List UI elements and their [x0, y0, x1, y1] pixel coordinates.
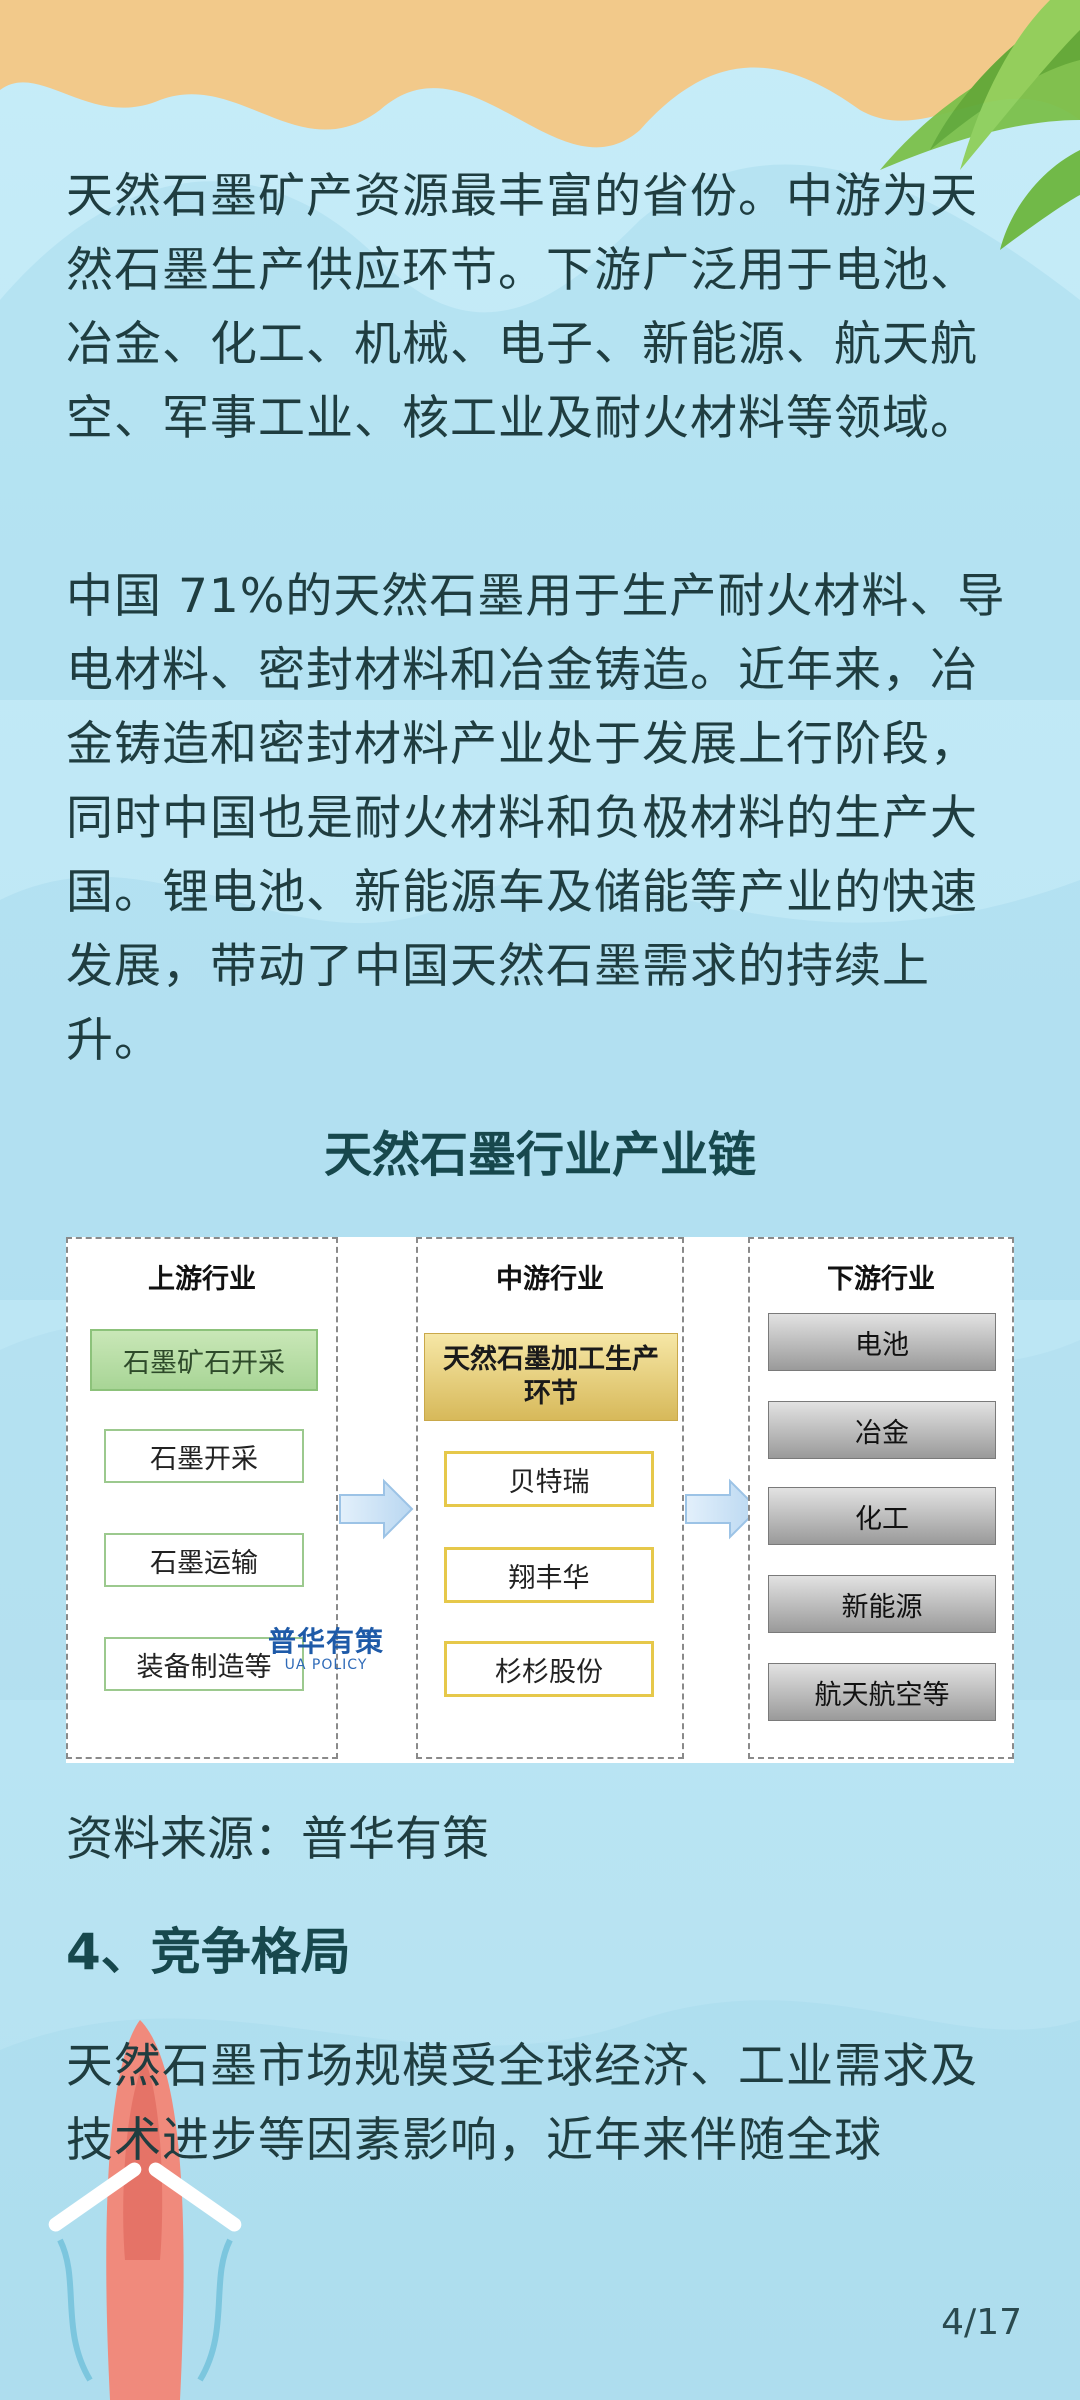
midstream-header: 中游行业: [496, 1264, 604, 1295]
midstream-item: 翔丰华: [444, 1547, 654, 1603]
industry-chain-diagram: 上游行业 石墨矿石开采 石墨开采 石墨运输 装备制造等 中游行业 天然石墨加工生…: [66, 1237, 1014, 1763]
paragraph-3: 天然石墨市场规模受全球经济、工业需求及技术进步等因素影响，近年来伴随全球: [66, 2039, 978, 2168]
downstream-item: 化工: [768, 1487, 996, 1545]
downstream-item: 航天航空等: [768, 1663, 996, 1721]
watermark-sub: UA POLICY: [284, 1657, 368, 1673]
source-note: 资料来源：普华有策: [66, 1812, 489, 1867]
upstream-column: 上游行业 石墨矿石开采 石墨开采 石墨运输 装备制造等: [66, 1237, 338, 1759]
arrow-right-icon: [685, 1478, 760, 1540]
upstream-highlight-box: 石墨矿石开采: [90, 1329, 318, 1391]
midstream-column: 中游行业 天然石墨加工生产环节 贝特瑞 翔丰华 杉杉股份: [416, 1237, 684, 1759]
upstream-item: 装备制造等: [104, 1637, 304, 1691]
midstream-highlight-box: 天然石墨加工生产环节: [424, 1333, 678, 1421]
upstream-item: 石墨运输: [104, 1533, 304, 1587]
midstream-item: 贝特瑞: [444, 1451, 654, 1507]
arrow-right-icon: [339, 1478, 414, 1540]
watermark-logo: 普华有策 UA POLICY: [236, 1625, 416, 1674]
palm-leaf-icon: [880, 0, 1080, 250]
upstream-item: 石墨开采: [104, 1429, 304, 1483]
boat-icon: [48, 2020, 242, 2400]
upstream-header: 上游行业: [148, 1264, 256, 1295]
downstream-item: 冶金: [768, 1401, 996, 1459]
page-indicator: 4/17: [941, 2302, 1022, 2343]
section-heading: 4、竞争格局: [66, 1923, 351, 1981]
watermark-main: 普华有策: [267, 1625, 384, 1658]
downstream-item: 新能源: [768, 1575, 996, 1633]
paragraph-2: 中国 71%的天然石墨用于生产耐火材料、导电材料、密封材料和冶金铸造。近年来，冶…: [66, 569, 1006, 1068]
downstream-item: 电池: [768, 1313, 996, 1371]
paragraph-1: 天然石墨矿产资源最丰富的省份。中游为天然石墨生产供应环节。下游广泛用于电池、冶金…: [66, 169, 978, 446]
diagram-title: 天然石墨行业产业链: [323, 1127, 756, 1183]
downstream-column: 下游行业 电池 冶金 化工 新能源 航天航空等: [748, 1237, 1014, 1759]
downstream-header: 下游行业: [827, 1264, 935, 1295]
midstream-item: 杉杉股份: [444, 1641, 654, 1697]
